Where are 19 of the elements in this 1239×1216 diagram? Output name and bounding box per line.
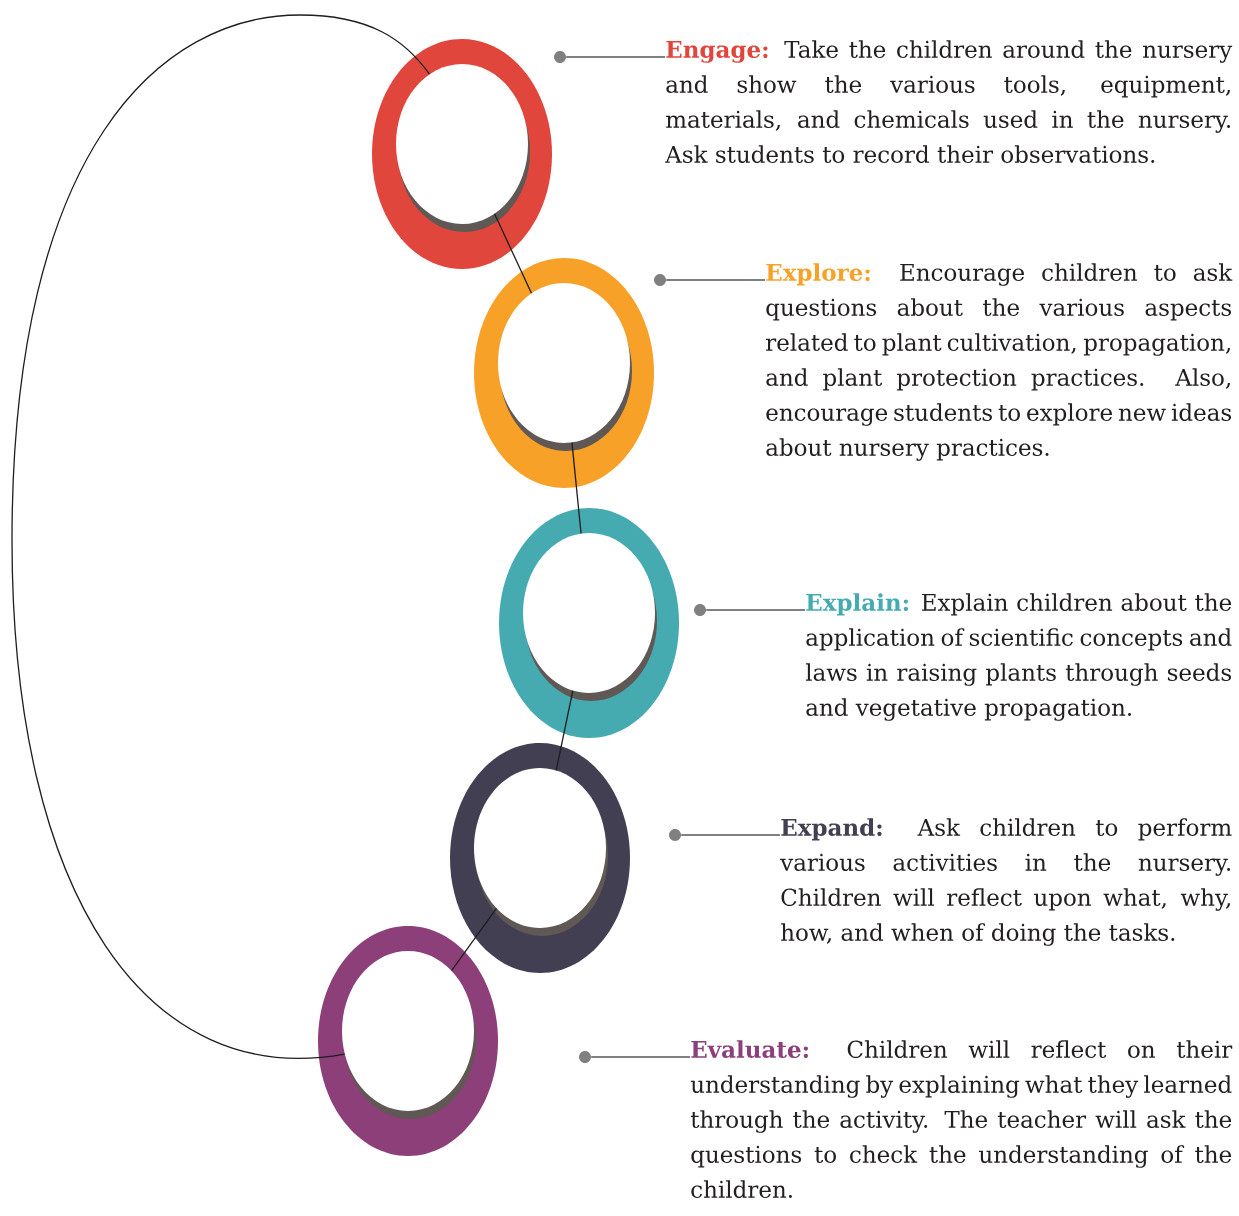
ring [318, 926, 498, 1156]
description-text: Expand: Ask children to perform various activities in the nursery. Children will reflect upon what, why, how, and when of doing the tasks. [780, 818, 1232, 946]
description-text: Engage: Take the children around the nursery and show the various tools, equipment, materials, and chemicals used in the nursery. Ask students to record their observations. [665, 40, 1233, 163]
connector-line [571, 442, 582, 535]
leader-line [565, 56, 666, 58]
leader-line [665, 279, 766, 281]
ring [499, 508, 679, 738]
connector-line [555, 690, 574, 771]
description-text: Evaluate: Children will reflect on their understanding by explaining what they learned through the activity. The teacher will ask the questions to check the understanding of the children. [690, 1040, 1233, 1198]
leader-line [590, 1056, 691, 1058]
description-text: Explore: Encourage children to ask questions about the various aspects related to plant cultivation, propagation, and plant protection practices. Also, encourage students to explore new ideas about nursery practices. [766, 263, 1233, 461]
leader-line [680, 834, 781, 836]
ring [372, 39, 552, 269]
ring [474, 258, 654, 488]
leader-line [705, 609, 806, 611]
ring [450, 743, 630, 973]
connector-line [493, 213, 533, 294]
description-text: Explain: Explain children about the application of scientific concepts and laws in raising plants through seeds and vegetative propagation. [805, 593, 1232, 721]
connector-line [11, 14, 431, 1060]
